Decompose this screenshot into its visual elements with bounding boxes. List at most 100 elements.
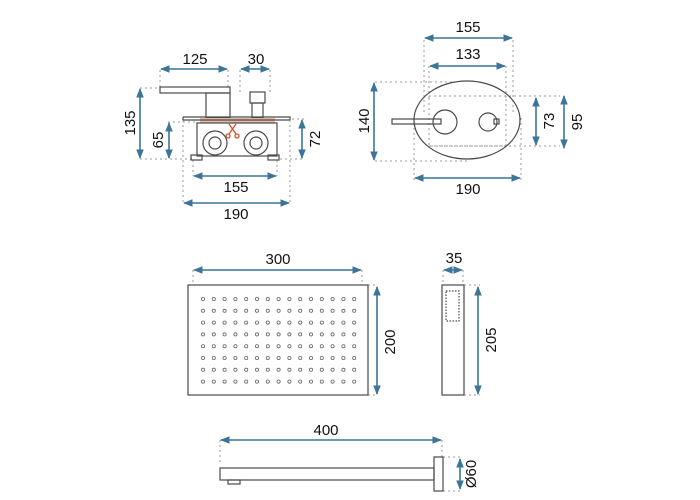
nozzle-hole [330,367,335,372]
nozzle-hole [200,344,205,349]
nozzle-hole [308,296,313,301]
nozzle-hole [330,296,335,301]
wall-flange [433,456,444,492]
cover-plate [413,80,521,160]
nozzle-hole [265,344,270,349]
nozzle-hole [233,355,238,360]
nozzle-hole [308,367,313,372]
hand-shower-body [441,284,465,396]
label-65: 65 [150,132,167,149]
label-30: 30 [248,51,265,68]
diverter-knob-front [478,112,498,132]
nozzle-hole [200,308,205,313]
nozzle-hole [276,344,281,349]
nozzle-hole [319,332,324,337]
nozzle-hole [352,344,357,349]
label-190: 190 [223,206,248,223]
nozzle-hole [298,308,303,313]
hand-shower: 35 205 [441,250,500,396]
nozzle-hole [319,355,324,360]
label-73: 73 [541,113,558,130]
nozzle-hole [233,320,238,325]
nozzle-hole [200,332,205,337]
nozzle-hole [254,379,259,384]
nozzle-hole [341,355,346,360]
nozzle-hole [287,296,292,301]
shower-plate [187,284,369,396]
nozzle-hole [308,320,313,325]
nozzle-hole [330,379,335,384]
nozzle-hole [341,308,346,313]
shower-arm: 400 Ø60 [219,422,480,492]
nozzle-hole [222,320,227,325]
nozzle-hole [222,355,227,360]
lever-handle-front [391,118,442,125]
nozzle-hole [352,332,357,337]
nozzle-hole [330,320,335,325]
nozzle-hole [352,296,357,301]
rain-shower-head: 300 200 [187,251,399,396]
nozzle-hole [265,296,270,301]
nozzle-hole [254,308,259,313]
nozzle-hole [222,367,227,372]
nozzle-hole [265,367,270,372]
nozzle-hole [233,332,238,337]
nozzle-hole [287,308,292,313]
nozzle-hole [222,296,227,301]
label-72: 72 [307,131,324,148]
nozzle-hole [298,332,303,337]
nozzle-hole [276,320,281,325]
label-400: 400 [313,422,338,439]
mixer-box [196,122,278,157]
nozzle-hole [308,379,313,384]
label-125: 125 [182,51,207,68]
nozzle-hole [341,320,346,325]
label-140: 140 [356,108,373,133]
nozzle-hole [319,344,324,349]
nozzle-hole [254,344,259,349]
nozzle-hole [244,367,249,372]
nozzle-grid [200,296,357,384]
nozzle-hole [233,296,238,301]
nozzle-hole [200,296,205,301]
nozzle-hole [341,332,346,337]
nozzle-hole [211,320,216,325]
nozzle-hole [341,296,346,301]
nozzle-hole [287,367,292,372]
nozzle-hole [200,320,205,325]
nozzle-hole [211,308,216,313]
nozzle-hole [341,367,346,372]
nozzle-hole [233,344,238,349]
nozzle-hole [352,320,357,325]
nozzle-hole [298,320,303,325]
nozzle-hole [352,367,357,372]
nozzle-hole [298,379,303,384]
label-135: 135 [122,110,139,135]
nozzle-hole [287,344,292,349]
label-95: 95 [569,114,586,131]
mixer-side-view: 125 30 135 65 72 155 190 [122,51,324,223]
nozzle-hole [244,320,249,325]
nozzle-hole [319,296,324,301]
label-190-front: 190 [455,181,480,198]
nozzle-hole [308,355,313,360]
nozzle-hole [265,379,270,384]
label-diameter-60: Ø60 [463,460,480,488]
label-300: 300 [265,251,290,268]
nozzle-hole [319,320,324,325]
nozzle-hole [244,344,249,349]
nozzle-hole [287,332,292,337]
nozzle-hole [330,332,335,337]
label-205: 205 [483,327,500,352]
nozzle-hole [276,379,281,384]
nozzle-hole [352,308,357,313]
nozzle-hole [341,379,346,384]
nozzle-hole [265,308,270,313]
nozzle-hole [244,379,249,384]
nozzle-hole [276,355,281,360]
label-155-front: 155 [455,19,480,36]
nozzle-hole [244,308,249,313]
label-35: 35 [446,250,463,267]
